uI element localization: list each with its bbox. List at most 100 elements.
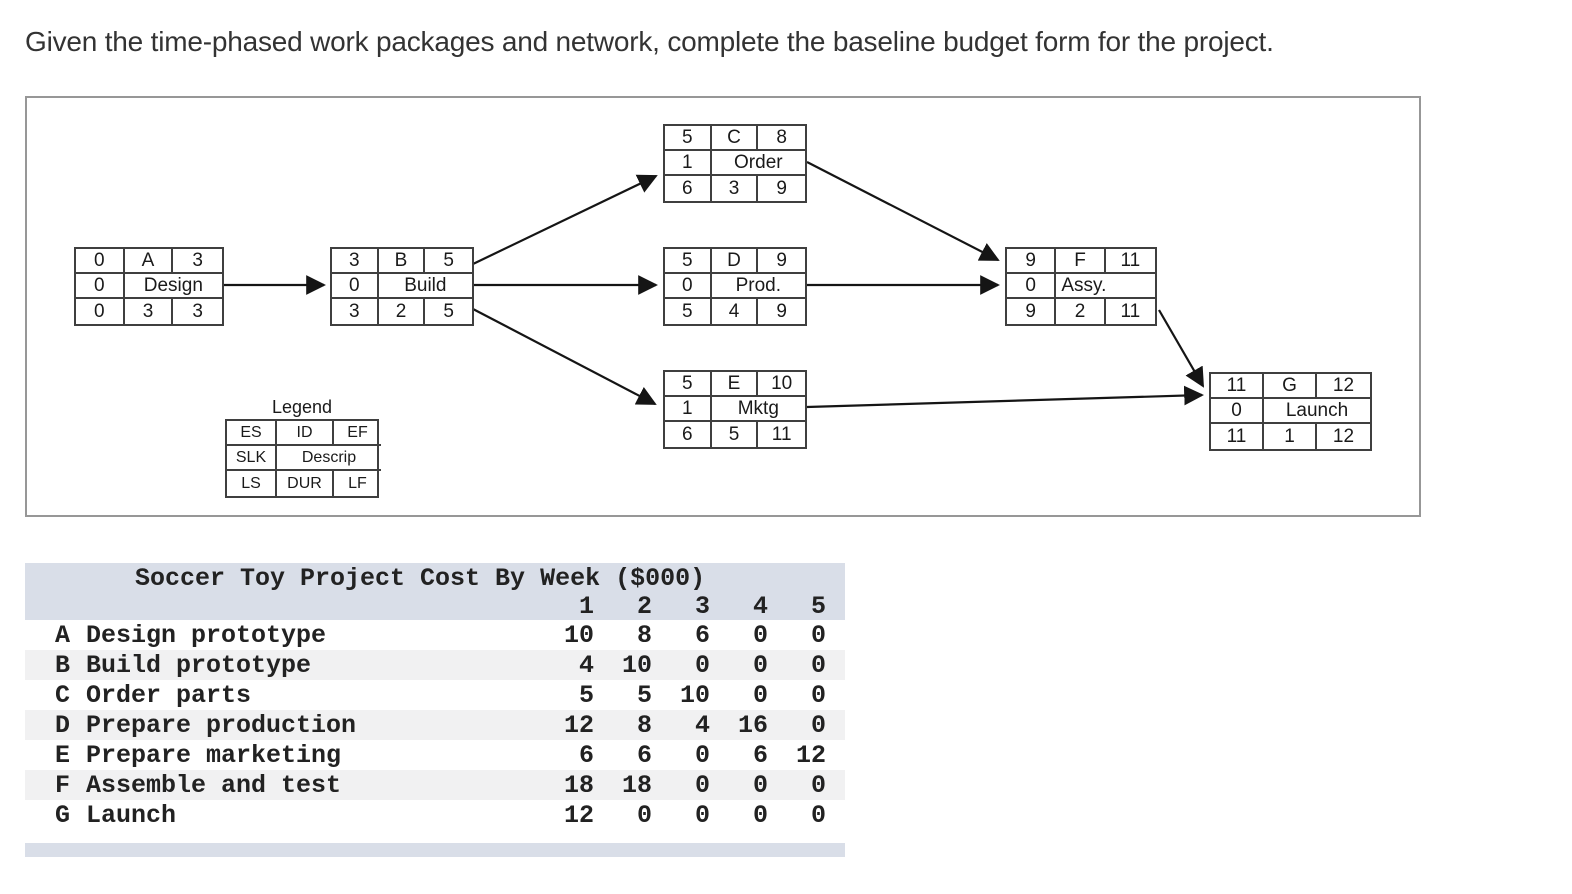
- row-id: A: [55, 620, 71, 650]
- row-week4-cost: 16: [737, 710, 768, 740]
- row-week1-cost: 5: [578, 680, 594, 710]
- node-g-es: 11: [1211, 374, 1264, 399]
- node-e-id: E: [711, 372, 759, 397]
- node-a-id: A: [124, 249, 174, 274]
- row-name: Build prototype: [86, 650, 312, 680]
- node-c-es: 5: [665, 126, 712, 151]
- activity-node-a: 0 A 3 0 Design 0 3 3: [74, 247, 224, 326]
- edge-c-f: [806, 161, 1000, 261]
- node-b-id: B: [378, 249, 426, 274]
- legend-dur: DUR: [277, 471, 334, 496]
- node-e-dur: 5: [712, 422, 759, 447]
- node-b-ls: 3: [332, 299, 379, 324]
- row-name: Assemble and test: [86, 770, 342, 800]
- node-g-ls: 11: [1211, 424, 1264, 449]
- row-week1-cost: 6: [578, 740, 594, 770]
- row-id: D: [55, 710, 71, 740]
- node-c-desc: Order: [711, 151, 805, 176]
- legend-id: ID: [277, 421, 334, 446]
- node-e-ls: 6: [665, 422, 712, 447]
- node-f-id: F: [1056, 249, 1106, 274]
- node-f-ls: 9: [1007, 299, 1057, 324]
- node-g-lf: 12: [1332, 425, 1355, 447]
- network-diagram-panel: 0 A 3 0 Design 0 3 3 3 B 5 0 Build 3 2 5…: [25, 96, 1421, 517]
- node-d-ef: 9: [758, 249, 805, 274]
- activity-node-f: 9 F 11 0 Assy. 9 2 11: [1005, 247, 1157, 326]
- row-name: Launch: [86, 800, 177, 830]
- row-name: Order parts: [86, 680, 252, 710]
- legend-title: Legend: [271, 397, 333, 417]
- legend-slk: SLK: [227, 446, 277, 471]
- row-id: C: [55, 680, 71, 710]
- node-d-dur: 4: [712, 299, 759, 324]
- edge-e-g: [806, 385, 1204, 409]
- row-week2-cost: 8: [636, 710, 652, 740]
- node-b-es: 3: [332, 249, 379, 274]
- row-week2-cost: 0: [636, 800, 652, 830]
- dependency-arrows: [224, 161, 1204, 409]
- row-id: B: [55, 650, 71, 680]
- row-id: E: [55, 740, 71, 770]
- budget-row-b: B Build prototype 4 10 0 0 0: [25, 650, 845, 680]
- row-week5-cost: 0: [810, 620, 826, 650]
- budget-footer-band: [25, 843, 845, 857]
- node-f-es: 9: [1007, 249, 1057, 274]
- node-f-slack: 0: [1007, 274, 1057, 299]
- node-b-lf: 5: [443, 300, 454, 322]
- row-week3-cost: 10: [679, 680, 710, 710]
- row-name: Design prototype: [86, 620, 327, 650]
- node-e-es: 5: [665, 372, 712, 397]
- node-f-ef: 11: [1105, 249, 1155, 274]
- row-week2-cost: 8: [636, 620, 652, 650]
- row-week3-cost: 0: [694, 770, 710, 800]
- row-week5-cost: 0: [810, 650, 826, 680]
- week-header-3: 3: [694, 591, 710, 621]
- row-id: G: [55, 800, 71, 830]
- row-week5-cost: 0: [810, 770, 826, 800]
- row-week1-cost: 4: [578, 650, 594, 680]
- node-b-ef: 5: [425, 249, 472, 274]
- node-d-ls: 5: [665, 299, 712, 324]
- activity-node-e: 5 E 10 1 Mktg 6 5 11: [663, 370, 807, 449]
- activity-node-b: 3 B 5 0 Build 3 2 5: [330, 247, 474, 326]
- node-c-slack: 1: [665, 151, 712, 176]
- node-e-slack: 1: [665, 397, 712, 422]
- node-e-lf: 11: [771, 423, 792, 445]
- week-header-4: 4: [752, 591, 768, 621]
- node-a-es: 0: [76, 249, 125, 274]
- node-c-dur: 3: [712, 176, 759, 201]
- row-week4-cost: 0: [752, 680, 768, 710]
- node-d-desc: Prod.: [711, 274, 805, 299]
- node-g-dur: 1: [1264, 424, 1317, 449]
- node-a-lf: 3: [192, 300, 203, 322]
- legend-lf: LF: [348, 474, 367, 492]
- row-name: Prepare production: [86, 710, 357, 740]
- node-f-dur: 2: [1056, 299, 1106, 324]
- row-week4-cost: 0: [752, 770, 768, 800]
- row-week3-cost: 0: [694, 650, 710, 680]
- row-week4-cost: 0: [752, 620, 768, 650]
- budget-row-f: F Assemble and test 18 18 0 0 0: [25, 770, 845, 800]
- row-week4-cost: 0: [752, 800, 768, 830]
- node-a-desc: Design: [124, 274, 222, 299]
- edge-f-g: [1158, 309, 1204, 388]
- row-week3-cost: 0: [694, 740, 710, 770]
- budget-title: Soccer Toy Project Cost By Week ($000): [25, 563, 845, 593]
- week-header-2: 2: [636, 591, 652, 621]
- row-week2-cost: 6: [636, 740, 652, 770]
- row-week2-cost: 5: [636, 680, 652, 710]
- node-g-ef: 12: [1317, 374, 1370, 399]
- node-d-slack: 0: [665, 274, 712, 299]
- row-week5-cost: 0: [810, 710, 826, 740]
- row-week2-cost: 18: [621, 770, 652, 800]
- budget-row-c: C Order parts 5 5 10 0 0: [25, 680, 845, 710]
- node-d-es: 5: [665, 249, 712, 274]
- activity-node-g: 11 G 12 0 Launch 11 1 12: [1209, 372, 1372, 451]
- budget-week-header-row: 1 2 3 4 5: [25, 591, 845, 621]
- row-week4-cost: 6: [752, 740, 768, 770]
- row-week1-cost: 18: [563, 770, 594, 800]
- edge-b-e: [472, 308, 657, 405]
- node-g-slack: 0: [1211, 399, 1264, 424]
- edge-b-c: [472, 174, 658, 265]
- node-c-id: C: [711, 126, 759, 151]
